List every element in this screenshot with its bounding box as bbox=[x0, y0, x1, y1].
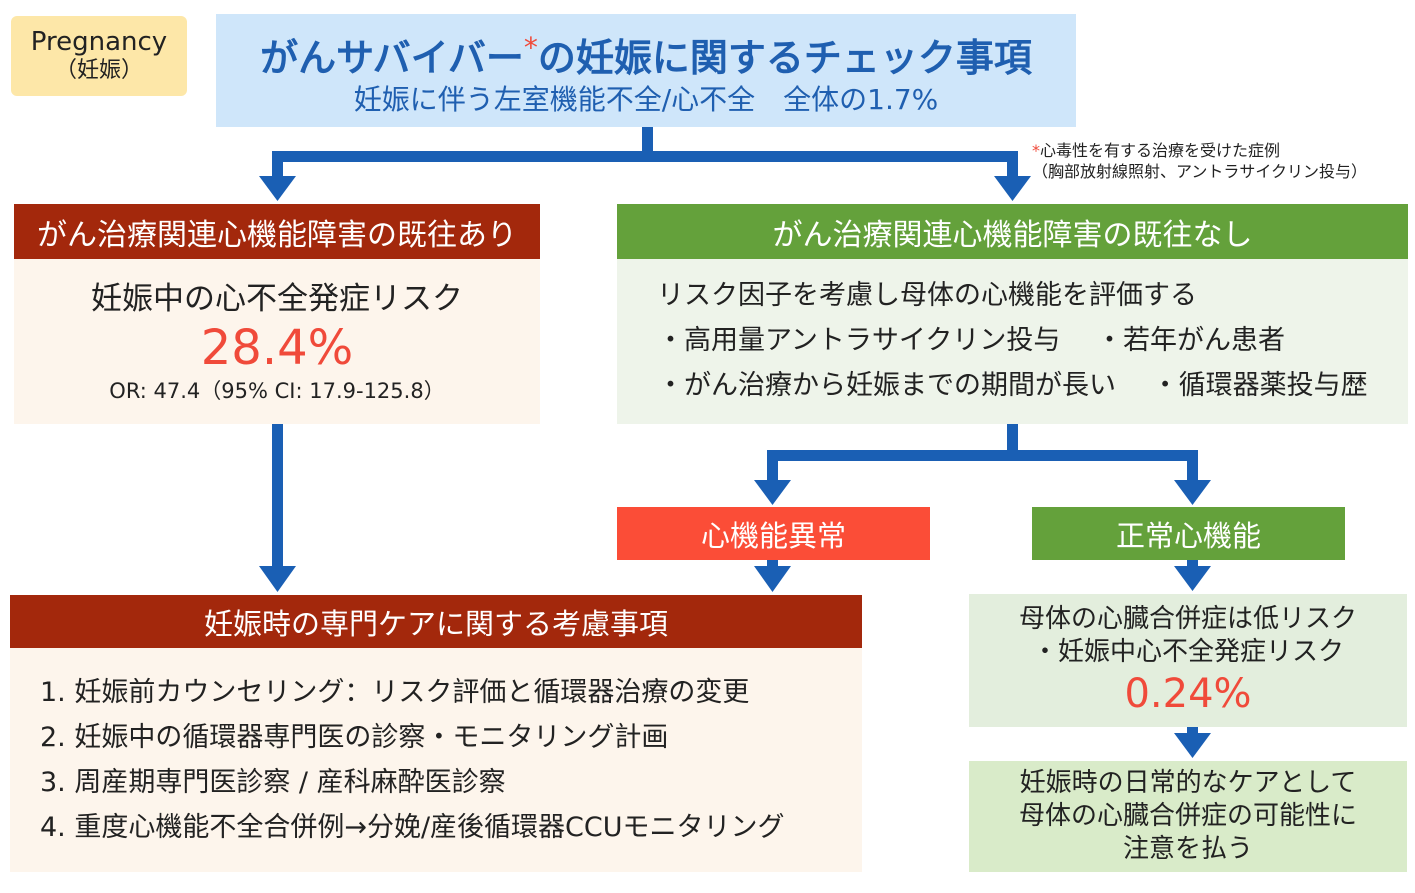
low-risk-line-1: 母体の心臓合併症は低リスク bbox=[1018, 603, 1357, 634]
arrowhead-care-from-left bbox=[259, 566, 296, 592]
history-absent-header: がん治療関連心機能障害の既往なし bbox=[617, 204, 1408, 259]
title-part-2: の妊娠に関するチェック事項 bbox=[537, 35, 1032, 80]
special-care-item-1: 1. 妊娠前カウンセリング：リスク評価と循環器治療の変更 bbox=[40, 677, 750, 708]
arrowhead-routine bbox=[1174, 733, 1211, 758]
arrowhead-left-branch bbox=[259, 176, 296, 201]
history-present-header: がん治療関連心機能障害の既往あり bbox=[14, 204, 540, 259]
abnormal-function-header: 心機能異常 bbox=[617, 507, 930, 560]
page-subtitle: 妊娠に伴う左室機能不全/心不全 全体の1.7% bbox=[353, 82, 939, 116]
title-part-1: がんサバイバー bbox=[260, 35, 524, 80]
connector-left-down bbox=[272, 151, 283, 179]
history-present-body: 妊娠中の心不全発症リスク 28.4% OR: 47.4（95% CI: 17.9… bbox=[14, 259, 540, 424]
normal-function-header: 正常心機能 bbox=[1032, 507, 1345, 560]
low-risk-value: 0.24% bbox=[1124, 670, 1252, 717]
footnote-text-1: 心毒性を有する治療を受けた症例 bbox=[1040, 141, 1281, 160]
connector-right-body-down bbox=[1007, 424, 1018, 461]
special-care-item-2: 2. 妊娠中の循環器専門医の診察・モニタリング計画 bbox=[40, 722, 669, 753]
pregnancy-tag-label: Pregnancy bbox=[30, 27, 168, 57]
page-title: がんサバイバー*の妊娠に関するチェック事項 bbox=[260, 24, 1032, 82]
special-care-body: 1. 妊娠前カウンセリング：リスク評価と循環器治療の変更 2. 妊娠中の循環器専… bbox=[10, 648, 862, 872]
routine-care-line-1: 妊娠時の日常的なケアとして bbox=[1019, 768, 1357, 798]
low-risk-box: 母体の心臓合併症は低リスク ・妊娠中心不全発症リスク 0.24% bbox=[969, 594, 1407, 727]
connector-right-down bbox=[1007, 151, 1018, 179]
connector-title-down bbox=[642, 127, 653, 158]
footnote: *心毒性を有する治療を受けた症例 （胸部放射線照射、アントラサイクリン投与） bbox=[1032, 140, 1412, 182]
risk-factor-row-2: ・がん治療から妊娠までの期間が長い ・循環器薬投与歴 bbox=[657, 370, 1368, 401]
routine-care-line-2: 母体の心臓合併症の可能性に bbox=[1018, 801, 1357, 831]
arrowhead-lowrisk bbox=[1174, 566, 1211, 591]
low-risk-line-2: ・妊娠中心不全発症リスク bbox=[1031, 636, 1344, 667]
special-care-item-4: 4. 重度心機能不全合併例→分娩/産後循環器CCUモニタリング bbox=[40, 812, 785, 843]
title-box: がんサバイバー*の妊娠に関するチェック事項 妊娠に伴う左室機能不全/心不全 全体… bbox=[216, 14, 1076, 127]
special-care-header: 妊娠時の専門ケアに関する考慮事項 bbox=[10, 595, 862, 648]
footnote-line-1: *心毒性を有する治療を受けた症例 bbox=[1032, 140, 1412, 161]
routine-care-box: 妊娠時の日常的なケアとして 母体の心臓合併症の可能性に 注意を払う bbox=[969, 761, 1407, 872]
hf-risk-label: 妊娠中の心不全発症リスク bbox=[91, 280, 463, 317]
special-care-item-3: 3. 周産期専門医診察 / 産科麻酔医診察 bbox=[40, 767, 506, 798]
connector-right-split bbox=[767, 450, 1198, 461]
title-asterisk: * bbox=[523, 30, 538, 64]
odds-ratio: OR: 47.4（95% CI: 17.9-125.8） bbox=[109, 378, 445, 403]
connector-left-to-care bbox=[272, 424, 283, 569]
arrowhead-normal bbox=[1174, 480, 1211, 505]
arrowhead-abnormal bbox=[754, 480, 791, 505]
history-absent-body: リスク因子を考慮し母体の心機能を評価する ・高用量アントラサイクリン投与 ・若年… bbox=[617, 259, 1408, 424]
connector-title-split bbox=[272, 151, 1018, 162]
connector-abnormal-to-care bbox=[767, 560, 778, 569]
connector-normal-to-lowrisk bbox=[1187, 560, 1198, 569]
connector-normal-down bbox=[1187, 450, 1198, 483]
pregnancy-tag: Pregnancy （妊娠） bbox=[11, 16, 187, 96]
hf-risk-value: 28.4% bbox=[200, 319, 354, 376]
risk-factor-intro: リスク因子を考慮し母体の心機能を評価する bbox=[657, 280, 1197, 311]
pregnancy-tag-sublabel: （妊娠） bbox=[54, 58, 143, 83]
connector-abnormal-down bbox=[767, 450, 778, 483]
arrowhead-right-branch bbox=[994, 176, 1031, 201]
footnote-line-2: （胸部放射線照射、アントラサイクリン投与） bbox=[1032, 162, 1368, 181]
routine-care-line-3: 注意を払う bbox=[1122, 834, 1253, 864]
footnote-asterisk: * bbox=[1032, 141, 1040, 160]
connector-lowrisk-to-routine bbox=[1187, 727, 1198, 736]
risk-factor-row-1: ・高用量アントラサイクリン投与 ・若年がん患者 bbox=[657, 325, 1285, 356]
arrowhead-care-from-abnormal bbox=[754, 566, 791, 592]
